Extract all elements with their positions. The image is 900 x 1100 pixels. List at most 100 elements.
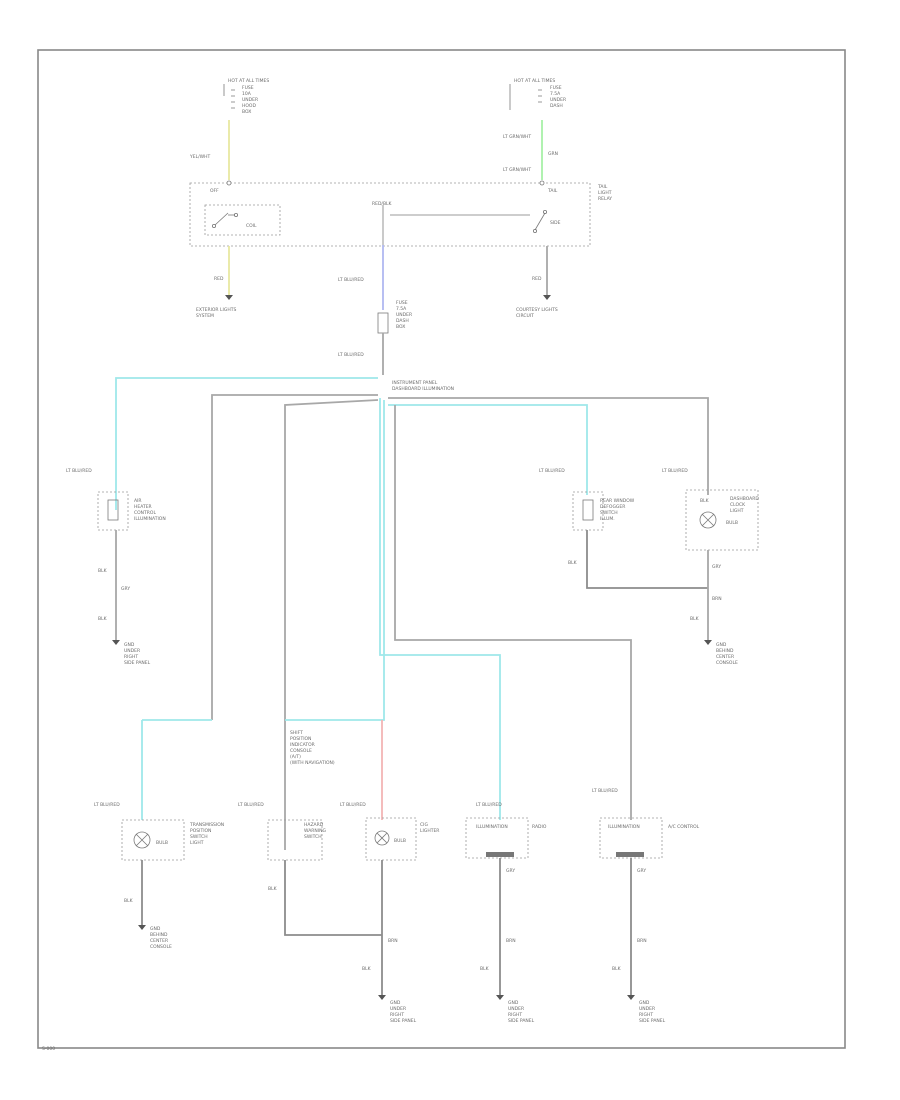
diagram-label: DASHBOARD ILLUMINATION <box>392 386 454 392</box>
diagram-label: TAIL <box>597 184 608 190</box>
diagram-label: LT BLU/RED <box>340 802 366 808</box>
diagram-label: SIDE PANEL <box>639 1018 666 1024</box>
diagram-label: CLOCK <box>730 502 746 508</box>
diagram-label: LT BLU/RED <box>66 468 92 474</box>
diagram-label: LT BLU/RED <box>338 352 364 358</box>
diagram-label: BRN <box>388 938 398 944</box>
bus-wires <box>115 377 709 850</box>
diagram-label: GND <box>150 926 161 932</box>
diagram-label: CENTER <box>716 654 734 660</box>
diagram-frame <box>37 49 846 1049</box>
diagram-label: CENTER <box>150 938 168 944</box>
relay-left-switch: COIL <box>204 204 281 236</box>
diagram-label: CIRCUIT <box>516 313 534 319</box>
diagram-label: DEFOGGER <box>600 504 625 510</box>
diagram-label: LT BLU/RED <box>592 788 618 794</box>
diagram-label: DASH <box>550 103 563 109</box>
diagram-label: FUSE <box>242 85 254 91</box>
diagram-label: BLK <box>568 560 578 566</box>
diagram-label: LT BLU/RED <box>662 468 688 474</box>
diagram-label: OFF <box>210 188 219 194</box>
diagram-label: HOOD <box>242 103 256 109</box>
diagram-label: 7.5A <box>396 306 407 312</box>
diagram-label: CONSOLE <box>716 660 738 666</box>
diagram-label: RIGHT <box>390 1012 404 1018</box>
diagram-label: LIGHT <box>730 508 744 514</box>
diagram-label: RED <box>532 276 542 282</box>
diagram-label: 10A <box>242 91 252 97</box>
diagram-label: LT BLU/RED <box>238 802 264 808</box>
diagram-label: LIGHT <box>598 190 612 196</box>
diagram-label: BRN <box>712 596 722 602</box>
diagram-label: BOX <box>396 324 405 330</box>
diagram-label: RED/BLK <box>372 201 393 207</box>
diagram-label: BLK <box>268 886 278 892</box>
diagram-label: LT BLU/RED <box>539 468 565 474</box>
diagram-label: ILLUM. <box>600 516 615 522</box>
diagram-label: SYSTEM <box>196 313 214 319</box>
diagram-label: BLK <box>612 966 622 972</box>
diagram-label: BRN <box>637 938 647 944</box>
diagram-label: BEHIND <box>150 932 168 938</box>
diagram-label: AIR <box>134 498 142 504</box>
diagram-label: CONTROL <box>134 510 156 516</box>
component-clock-light: LT BLU/RED BLK BULB DASHBOARD CLOCK LIGH… <box>662 468 759 666</box>
diagram-label: GND <box>390 1000 401 1006</box>
component-transmission-light: LT BLU/RED BULB TRANSMISSION POSITION SW… <box>94 802 224 950</box>
diagram-label: (A/T) <box>290 754 301 760</box>
diagram-label: ILLUMINATION <box>134 516 166 522</box>
footer-code: S-000 <box>42 1046 55 1052</box>
diagram-label: BLK <box>480 966 490 972</box>
diagram-label: RIGHT <box>508 1012 522 1018</box>
diagram-label: COURTESY LIGHTS <box>516 307 558 313</box>
diagram-label: 7.5A <box>550 91 561 97</box>
relay-right-switch: SIDE <box>533 209 561 233</box>
diagram-label: UNDER <box>508 1006 524 1012</box>
diagram-label: YEL/WHT <box>189 154 210 160</box>
diagram-label: RADIO <box>532 824 547 830</box>
diagram-label: SIDE <box>550 220 561 226</box>
diagram-label: HEATER <box>134 504 152 510</box>
component-hazard-switch: LT BLU/RED HAZARD WARNING SWITCH BLK <box>238 802 382 936</box>
diagram-label: RED <box>214 276 224 282</box>
diagram-label: BLK <box>98 568 108 574</box>
diagram-label: GRN <box>548 151 558 157</box>
power-source-left: HOT AT ALL TIMES FUSE 10A UNDER HOOD BOX <box>223 78 269 115</box>
diagram-label: COIL <box>246 223 257 229</box>
diagram-label: GND <box>508 1000 519 1006</box>
diagram-label: SHIFT <box>290 730 303 736</box>
diagram-label: UNDER <box>639 1006 655 1012</box>
diagram-label: POSITION <box>290 736 311 742</box>
component-ac-illumination: LT BLU/RED ILLUMINATION A/C CONTROL GRY … <box>592 788 700 1024</box>
diagram-label: BOX <box>242 109 251 115</box>
hot-left-label: HOT AT ALL TIMES <box>228 78 269 84</box>
diagram-label: SWITCH <box>600 510 618 516</box>
component-air-heater-illumination: LT BLU/RED AIR HEATER CONTROL ILLUMINATI… <box>66 468 166 666</box>
diagram-label: LT BLU/RED <box>338 277 364 283</box>
diagram-label: DASH <box>396 318 409 324</box>
diagram-label: LT GRN/WHT <box>503 167 531 173</box>
diagram-label: UNDER <box>390 1006 406 1012</box>
diagram-label: BULB <box>726 520 738 526</box>
diagram-label: BLK <box>690 616 700 622</box>
diagram-label: GRY <box>506 868 515 874</box>
diagram-label: FUSE <box>550 85 562 91</box>
diagram-label: GND <box>124 642 135 648</box>
diagram-label: REAR WINDOW <box>600 498 635 504</box>
diagram-label: SWITCH <box>304 834 322 840</box>
diagram-label: EXTERIOR LIGHTS <box>196 307 236 313</box>
diagram-label: DASHBOARD <box>730 496 759 502</box>
diagram-label: POSITION <box>190 828 211 834</box>
hot-right-label: HOT AT ALL TIMES <box>514 78 555 84</box>
diagram-label: WARNING <box>304 828 326 834</box>
diagram-label: GND <box>716 642 727 648</box>
diagram-label: SWITCH <box>190 834 208 840</box>
diagram-label: UNDER <box>396 312 412 318</box>
diagram-label: LT BLU/RED <box>476 802 502 808</box>
tail-light-relay-box <box>189 182 591 247</box>
diagram-label: LIGHTER <box>420 828 439 834</box>
diagram-label: RIGHT <box>124 654 138 660</box>
diagram-label: FUSE <box>396 300 408 306</box>
diagram-label: BRN <box>506 938 516 944</box>
